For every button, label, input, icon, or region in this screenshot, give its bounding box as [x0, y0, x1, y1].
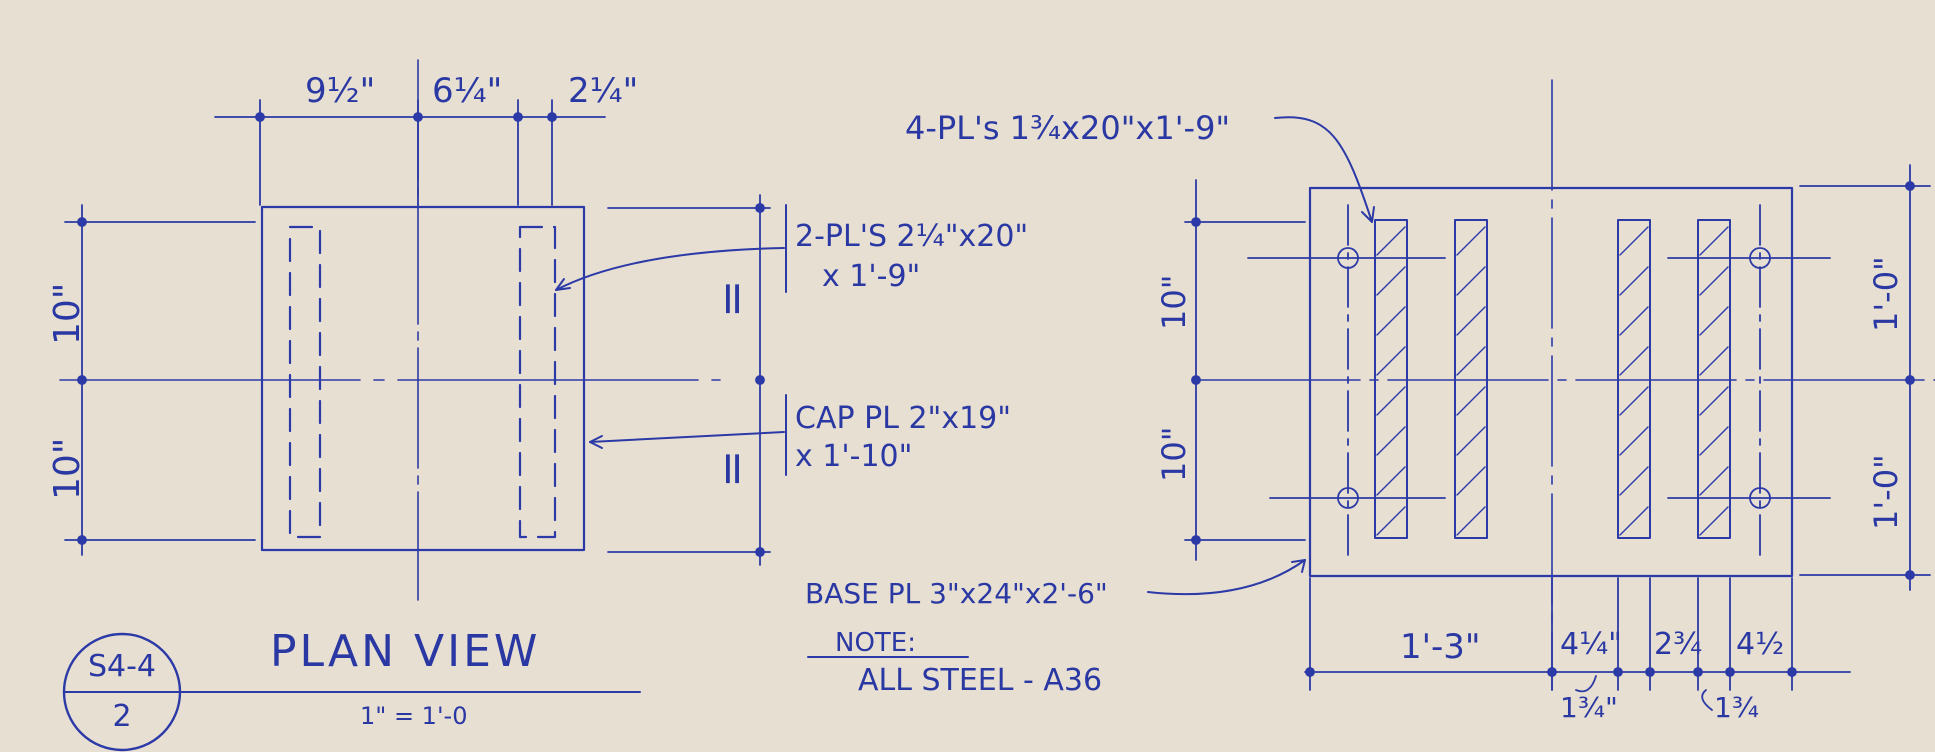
- sub-dim-leader-1: [1575, 675, 1597, 693]
- dim-6-quarter: 6¼": [432, 71, 503, 111]
- view-title: PLAN VIEW: [270, 626, 541, 677]
- sheet-number: 2: [112, 699, 132, 734]
- section-subdim-left: 1¾": [1560, 691, 1618, 724]
- section-left-dimensions: [1184, 179, 1306, 561]
- dim-left-upper-10: 10": [47, 282, 88, 345]
- section-subdim-right: 1¾: [1714, 691, 1759, 724]
- anchor-holes: [1247, 204, 1831, 561]
- note-text: ALL STEEL - A36: [858, 663, 1103, 698]
- view-scale: 1" = 1'-0: [360, 702, 468, 730]
- section-plates: [1374, 219, 1731, 539]
- left-side-dimensions: [64, 204, 256, 556]
- dim-left-lower-10: 10": [47, 437, 88, 500]
- dim-2-quarter: 2¼": [568, 71, 639, 111]
- cap-plate-outline: [260, 205, 586, 552]
- eq-mark-upper: =: [704, 279, 758, 318]
- section-dim-right-upper: 1'-0": [1867, 256, 1905, 332]
- section-bottom-dimensions: [1304, 577, 1851, 691]
- hidden-plates: [288, 225, 557, 539]
- base-plate-outline: [1308, 186, 1794, 578]
- note-heading: NOTE:: [835, 628, 916, 658]
- left-top-dimensions: [214, 99, 606, 206]
- section-dim-right-lower: 1'-0": [1867, 454, 1905, 530]
- plates-callout-line1: 2-PL'S 2¼"x20": [795, 219, 1029, 254]
- left-centerlines: [59, 59, 721, 601]
- section-dim-left-upper: 10": [1155, 274, 1193, 330]
- cap-leader: [589, 431, 785, 443]
- base-plate-leader: [1147, 559, 1306, 596]
- eq-mark-lower: =: [704, 449, 758, 488]
- section-dim-1-3: 1'-3": [1400, 627, 1481, 667]
- section-dim-4-quarter: 4¼": [1560, 627, 1622, 662]
- detail-id: S4-4: [87, 649, 157, 684]
- section-dim-2-3-4: 2¾: [1654, 627, 1703, 662]
- section-plates-leader: [1274, 116, 1373, 223]
- plates-callout-line2: x 1'-9": [822, 259, 921, 294]
- cap-callout-line1: CAP PL 2"x19": [795, 401, 1012, 436]
- left-eq-dimensions: [607, 194, 771, 566]
- sub-dim-leader-2: [1701, 689, 1713, 711]
- section-dim-left-lower: 10": [1155, 426, 1193, 482]
- base-plate-callout: BASE PL 3"x24"x2'-6": [805, 577, 1108, 610]
- dim-9-half: 9½": [305, 71, 376, 111]
- section-dim-4-half: 4½: [1736, 627, 1785, 662]
- section-right-dimensions: [1799, 164, 1931, 591]
- plates-leader: [555, 247, 785, 291]
- section-hatching: [1376, 226, 1729, 536]
- cap-callout-line2: x 1'-10": [795, 439, 913, 474]
- section-plates-callout: 4-PL's 1¾x20"x1'-9": [905, 109, 1231, 147]
